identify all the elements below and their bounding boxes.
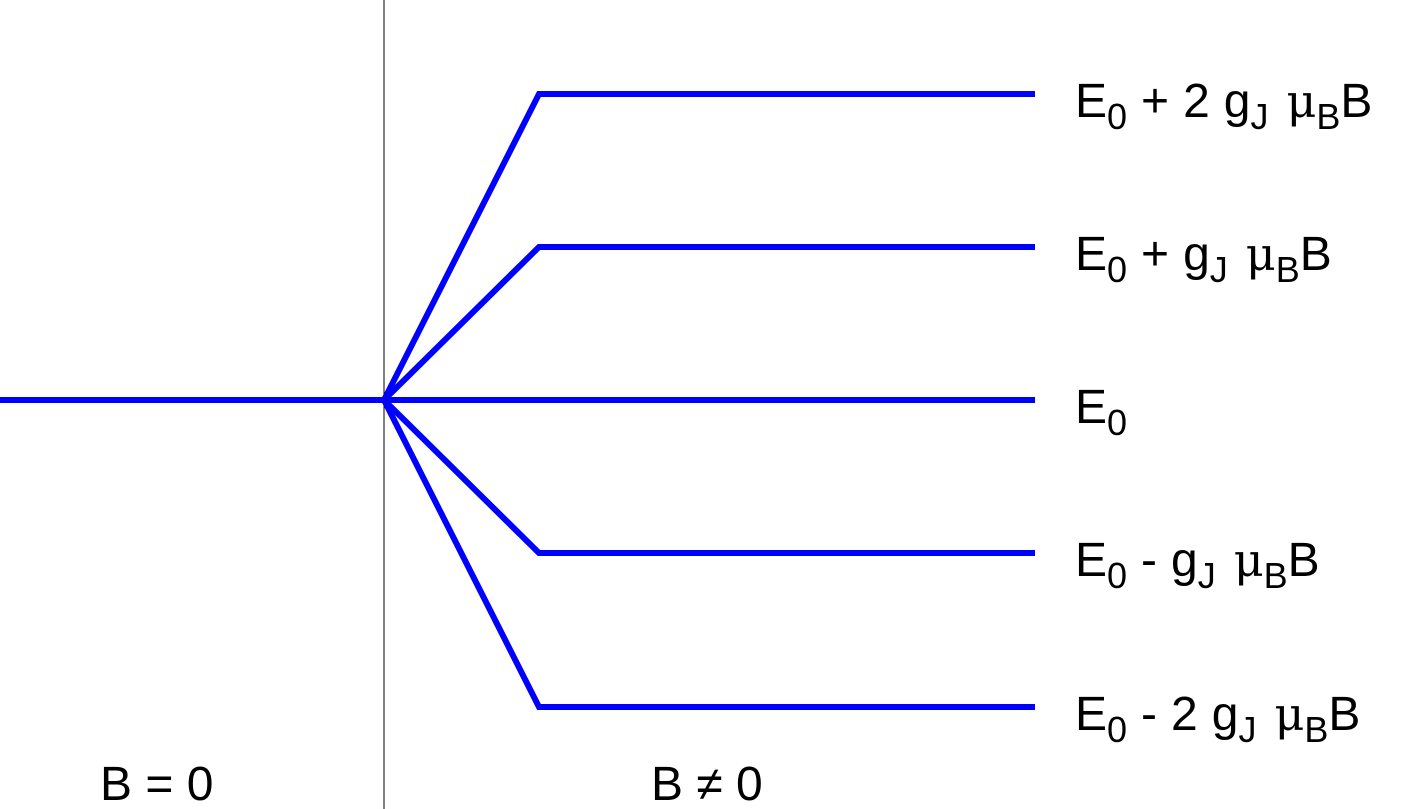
level-line-plus1 [381,244,1035,403]
level-line-minus2 [381,398,1035,710]
level-line-plus2 [381,91,1035,402]
zero-field-caption: B = 0 [100,758,213,809]
nonzero-field-caption: B ≠ 0 [651,758,763,809]
energy-label-zero: E0 [1075,381,1127,443]
level-line-minus1 [381,397,1035,556]
